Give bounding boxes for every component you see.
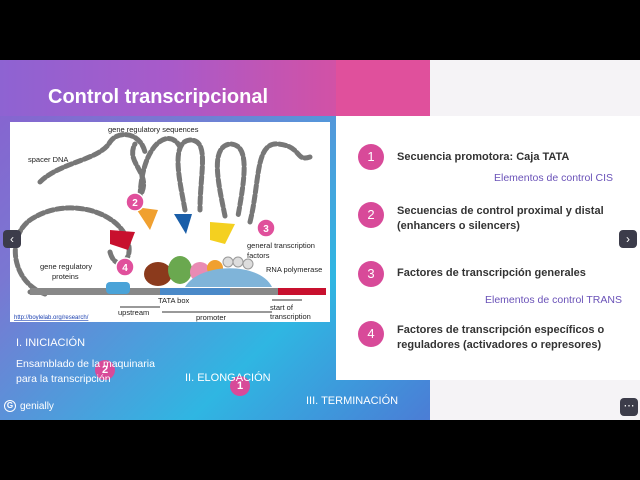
label-start-of: start of [270, 303, 294, 312]
figure-badge-3: 3 [256, 218, 276, 238]
figure-source-link[interactable]: http://boylelab.org/research/ [14, 315, 89, 321]
item-2-line2: (enhancers o silencers) [397, 220, 520, 232]
label-gene-regulatory-sequences: gene regulatory sequences [108, 125, 199, 134]
label-upstream: upstream [118, 308, 149, 317]
item-3-text: Factores de transcripción generales [397, 267, 586, 279]
phase-elongation: II. ELONGACIÓN [185, 372, 271, 384]
item-1-text: Secuencia promotora: Caja TATA [397, 151, 570, 163]
label-general-transcription: general transcription [247, 241, 315, 250]
more-options-button[interactable]: ⋯ [620, 398, 638, 416]
initiation-desc-1: Ensamblado de la maquinaria [16, 358, 155, 370]
svg-text:4: 4 [122, 263, 128, 274]
label-factors: factors [247, 251, 270, 260]
phase-termination: III. TERMINACIÓN [306, 395, 399, 407]
figure-badge-2a: 2 [125, 192, 145, 212]
control-trans-label: Elementos de control TRANS [485, 294, 622, 306]
presentation-slide: Control transcripcional [0, 60, 640, 420]
item-2-line1: Secuencias de control proximal y distal [397, 205, 604, 217]
figure-badge-2b: 2 [95, 360, 115, 380]
initiation-desc-2: para la transcripción [16, 373, 111, 385]
transcription-diagram: gene regulatory sequences spacer DNA gen… [12, 125, 326, 322]
item-badge-4: 4 [358, 321, 384, 347]
item-4-line2: reguladores (activadores o represores) [397, 339, 602, 351]
item-badge-2: 2 [358, 202, 384, 228]
figure-badge-1: 1 [230, 376, 250, 396]
genially-logo[interactable]: G genially [4, 400, 54, 412]
label-promoter: promoter [196, 313, 227, 322]
label-rna-polymerase: RNA polymerase [266, 265, 322, 274]
label-tata-box: TATA box [158, 296, 190, 305]
label-proteins: proteins [52, 272, 79, 281]
label-gene-regulatory: gene regulatory [40, 262, 92, 271]
slide-title: Control transcripcional [48, 86, 269, 108]
transcription-figure: gene regulatory sequences spacer DNA gen… [10, 122, 330, 322]
item-badge-3: 3 [358, 261, 384, 287]
phase-initiation: I. INICIACIÓN [16, 337, 86, 349]
label-spacer-dna: spacer DNA [28, 155, 68, 164]
figure-badge-4: 4 [115, 257, 135, 277]
control-cis-label: Elementos de control CIS [494, 172, 614, 184]
label-transcription: transcription [270, 312, 311, 321]
genially-logo-icon: G [4, 400, 16, 412]
item-4-line1: Factores de transcripción específicos o [397, 324, 605, 336]
svg-text:2: 2 [132, 198, 138, 209]
item-badge-1: 1 [358, 144, 384, 170]
title-band-right [336, 60, 430, 116]
genially-brand-name: genially [20, 400, 54, 412]
svg-text:3: 3 [263, 224, 269, 235]
legend-panel: 1 Secuencia promotora: Caja TATA Element… [336, 116, 640, 380]
next-slide-button[interactable]: › [619, 230, 637, 248]
prev-slide-button[interactable]: ‹ [3, 230, 21, 248]
